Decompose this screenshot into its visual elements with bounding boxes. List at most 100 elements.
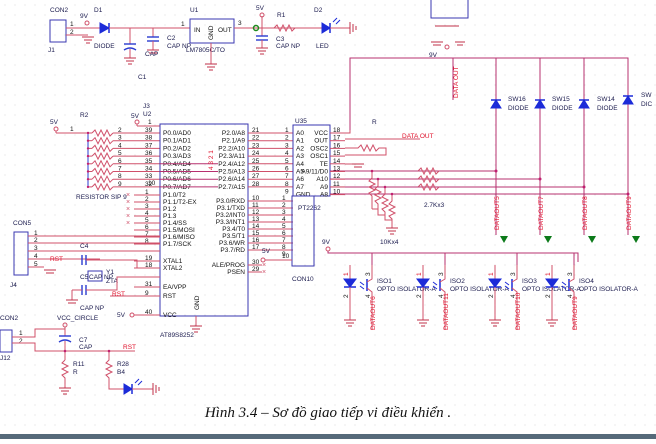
supply-5v-label: 5V (256, 5, 265, 12)
mcu-pin-number: 30 (252, 259, 260, 266)
no-connect-icon: × (126, 213, 130, 220)
opto-pin2: 2 (416, 294, 423, 298)
mcu-pin-number: 35 (145, 158, 153, 165)
mcu-pin-name: P3.2/INT0 (216, 212, 246, 219)
no-connect-icon: × (126, 192, 130, 199)
con5-pin-number: 1 (34, 230, 38, 237)
u1-ref: U1 (190, 7, 199, 14)
mcu-pin-number: 2 (145, 196, 149, 203)
j1-name: CON2 (50, 7, 68, 14)
c1-value: CAP (145, 51, 158, 58)
pt2262-pin-name: OUT (314, 138, 328, 145)
d1-value: DIODE (94, 43, 115, 50)
dataout9-label: DATAOUT9 (626, 196, 633, 230)
mcu-pin-name: P1.0/T2 (163, 192, 186, 199)
pt2262-pin-name: OSC1 (310, 153, 328, 160)
mcu-pin-name: P1.5/MOSI (163, 227, 195, 234)
j12-body (0, 329, 13, 353)
mcu-pin-number: 13 (252, 216, 260, 223)
dataout8-label: DATAOUT8 (582, 196, 589, 230)
mcu-pin-number: 37 (145, 142, 153, 149)
pulldown-value: 10Kx4 (380, 239, 399, 246)
mcu-pin-number: 21 (252, 127, 260, 134)
sw14-value: DIODE (597, 105, 618, 112)
mcu-pin-number: 9 (145, 290, 149, 297)
ground-icon (386, 227, 398, 235)
opto-pin2: 2 (343, 294, 350, 298)
mcu-pin-name: P0.0/AD0 (163, 130, 191, 137)
c7-ref: C7 (79, 337, 88, 344)
u1-pin3: 3 (238, 20, 242, 27)
osc-resistor-icon (345, 143, 387, 156)
diode-icon (534, 99, 546, 109)
opto-pin4: 4 (510, 294, 517, 298)
con10-pin-number: 6 (282, 230, 286, 237)
pt2262-pin-number: 10 (333, 189, 341, 196)
j1-connector (49, 19, 67, 43)
mcu-pin-number: 26 (252, 166, 260, 173)
opto-value: OPTO ISOLATOR-A (579, 286, 639, 293)
pt2262-pin-number: 3 (285, 142, 289, 149)
opto-pin4: 4 (438, 294, 445, 298)
ground-icon (349, 22, 357, 34)
crystal-rst-label: RST (112, 291, 125, 298)
opto-supply-label: 9V (322, 239, 331, 246)
mcu-pin-number: 12 (252, 209, 260, 216)
r2-common-pin: 1 (70, 126, 74, 133)
pt2262-pin-name: A10 (316, 176, 328, 183)
opto-led-icon (416, 278, 430, 288)
pt2262-pin-name: A8 (320, 192, 328, 199)
mcu-pin-number: 16 (252, 237, 260, 244)
pt2262-data-out-label: DATA OUT (402, 133, 434, 140)
opto-pin3: 3 (510, 272, 517, 276)
con10-pin-number: 8 (282, 244, 286, 251)
pt2262-pin-number: 12 (333, 173, 341, 180)
resistor-element-icon (91, 128, 114, 138)
pt2262-pin-name: A5 (296, 169, 304, 176)
r2-pin-number: 9 (118, 181, 122, 188)
pt2262-pin-number: 15 (333, 150, 341, 157)
figure-caption: Hình 3.4 – Sơ đồ giao tiếp vi điều khiển… (204, 405, 452, 421)
mcu-pin-name: XTAL2 (163, 265, 183, 272)
opto-ref: ISO4 (579, 278, 594, 285)
mcu-pin-number: 7 (145, 231, 149, 238)
pt2262-pin-name: A3 (296, 153, 304, 160)
opto-pin1: 1 (343, 272, 350, 276)
con5-name: CON5 (13, 220, 31, 227)
r2-pin-number: 7 (118, 166, 122, 173)
con10-pin-number: 10 (282, 253, 290, 260)
opto-pin3: 3 (438, 272, 445, 276)
resistor-r1-icon (273, 23, 296, 33)
mcu-pin-name: P3.3/INT1 (216, 219, 246, 226)
pt2262-pin-name: A6 (296, 176, 304, 183)
reset-led-icon (123, 383, 133, 395)
j12-pin2: 2 (19, 338, 23, 345)
no-connect-icon: × (126, 199, 130, 206)
opto-ref: ISO1 (377, 278, 392, 285)
mcu-pin-name: P2.6/A14 (218, 176, 245, 183)
mcu-pin-name: P2.3/A11 (219, 153, 246, 160)
r28-ref: R28 (117, 361, 129, 368)
mcu-pin-name: P2.1/A9 (222, 138, 246, 145)
series-value: 2.7Kx3 (424, 202, 445, 209)
opto-pin2: 2 (545, 294, 552, 298)
top-right-connector-fragment: 9V (429, 0, 469, 59)
mcu-pin-number: 8 (145, 238, 149, 245)
resistor-element-icon (91, 175, 114, 184)
d2-ref: D2 (314, 7, 323, 14)
mcu-pin-number: 29 (252, 266, 260, 273)
r2-ref: R2 (80, 112, 89, 119)
mcu-pin-number: 32 (145, 181, 153, 188)
no-connect-icon: × (126, 206, 130, 213)
con10-pin-number: 7 (282, 237, 286, 244)
mcu-pin-number: 5 (145, 217, 149, 224)
ground-icon (82, 36, 94, 44)
sw15-ref: SW15 (552, 96, 570, 103)
opto-ref: ISO3 (522, 278, 537, 285)
con10-pin-number: 2 (282, 202, 286, 209)
mcu-pin-number: 15 (252, 230, 260, 237)
mcu-pin-number: 28 (252, 181, 260, 188)
r11-ref: R11 (73, 361, 85, 368)
mcu-pin-name: P2.5/A13 (218, 169, 245, 176)
